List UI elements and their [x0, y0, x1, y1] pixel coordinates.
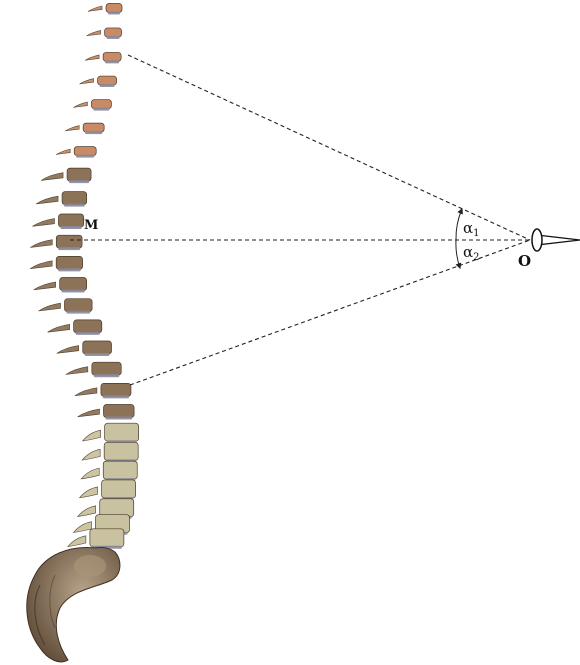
point-o-label: O [518, 252, 531, 270]
angle-arcs [456, 209, 462, 268]
alpha2-label: α2 [463, 243, 480, 263]
vertebra [34, 278, 87, 293]
alpha1-subscript: 1 [473, 228, 479, 239]
vertebra [82, 442, 138, 462]
vertebra [48, 320, 102, 335]
vertebra [80, 76, 117, 87]
vertebra [36, 192, 87, 207]
vertebra [57, 341, 112, 356]
sight-lines [70, 55, 530, 385]
vertebra [41, 168, 91, 183]
alpha2-arc [456, 240, 460, 268]
spinal-column [27, 4, 139, 662]
vertebra [87, 28, 122, 39]
lower-sight-line [130, 240, 530, 385]
vertebra [30, 256, 82, 271]
vertebra [66, 362, 121, 377]
alpha2-subscript: 2 [473, 252, 479, 263]
vertebra [39, 299, 93, 314]
vertebra [65, 123, 104, 134]
vertebra [83, 423, 139, 443]
vertebra [88, 4, 122, 15]
alpha1-arc [456, 209, 462, 240]
vertebra [30, 235, 82, 250]
point-m-label: M [84, 218, 98, 233]
vertebra [81, 461, 137, 481]
sacrum [27, 547, 120, 661]
vertebra [56, 147, 96, 158]
eye-icon [532, 229, 580, 251]
vertebra [80, 480, 136, 500]
vertebra [32, 214, 83, 229]
vertebra [73, 100, 111, 111]
vertebra [75, 383, 131, 398]
vertebra [85, 52, 121, 63]
upper-sight-line [128, 55, 530, 240]
vertebra [78, 405, 135, 420]
alpha1-label: α1 [463, 219, 480, 239]
